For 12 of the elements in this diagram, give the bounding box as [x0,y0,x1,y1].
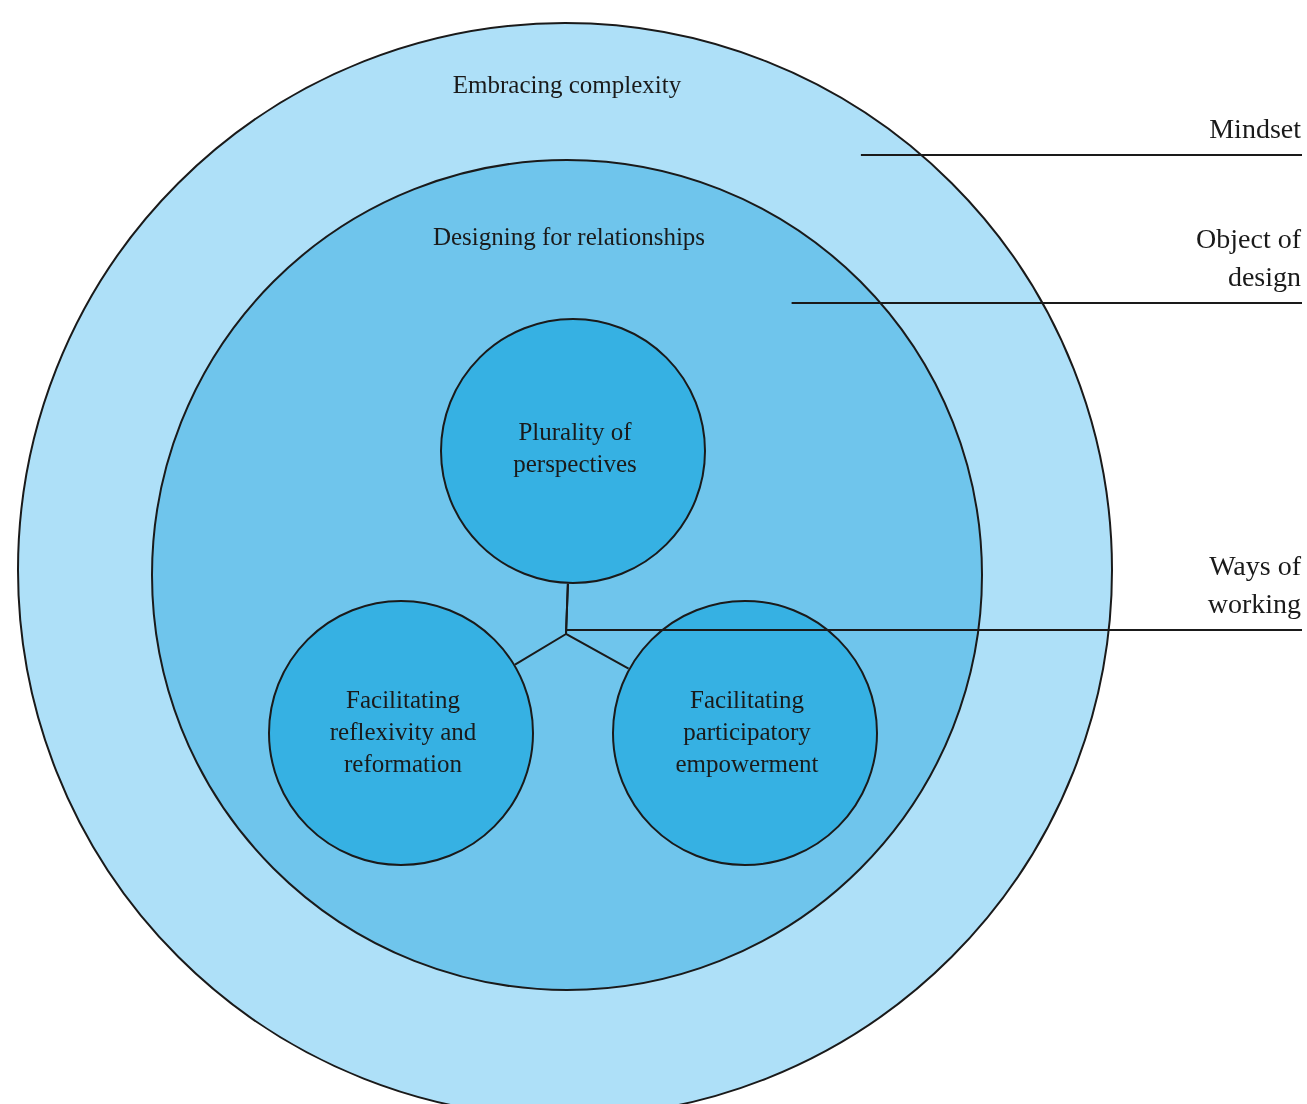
leader-line [859,154,1303,156]
leader-line [565,629,1303,631]
circle-title: Facilitating participatory empowerment [674,685,820,779]
layer-label: Ways of working [1151,547,1301,623]
layer-label: Mindset [1101,110,1301,148]
leader-line [790,302,1303,304]
connector-line [564,582,630,670]
circle-title: Embracing complexity [451,70,683,100]
circle-title: Designing for relationships [431,222,707,252]
circle-title: Plurality of perspectives [512,417,638,479]
layer-label: Object of design [1141,220,1301,296]
circle-title: Facilitating reflexivity and reformation [328,685,478,779]
